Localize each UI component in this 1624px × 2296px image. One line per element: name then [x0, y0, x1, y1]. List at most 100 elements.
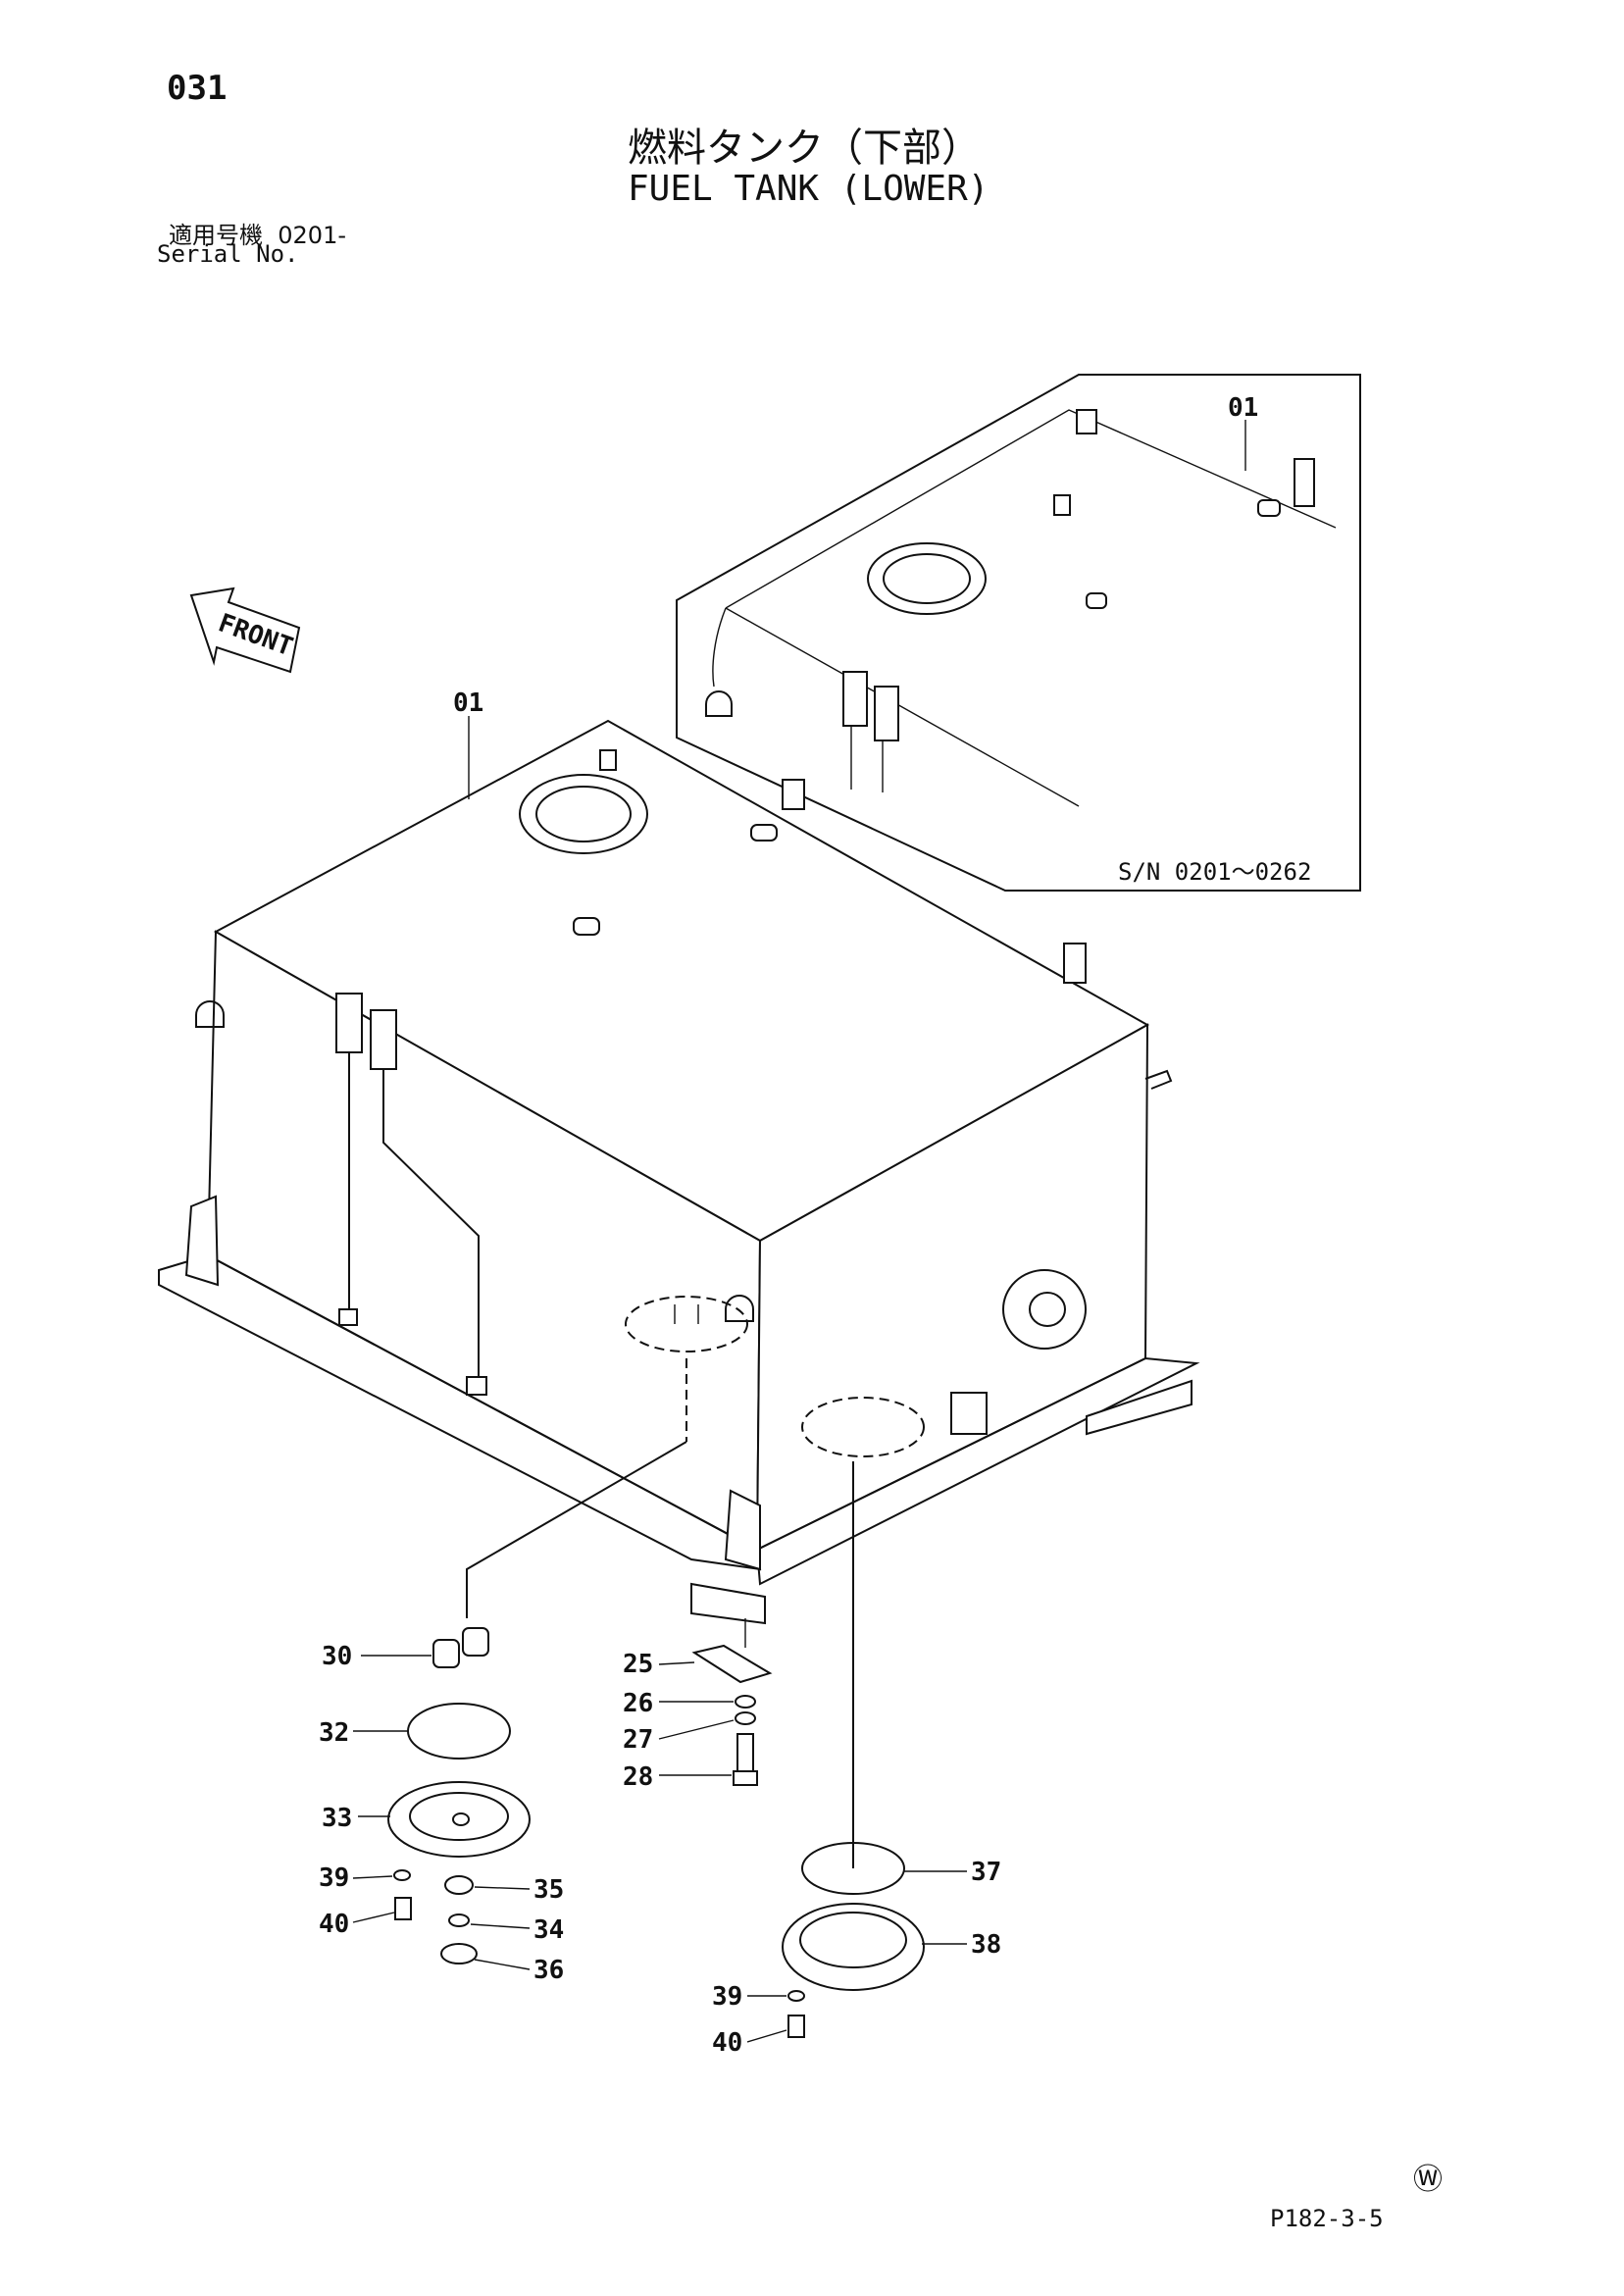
inset-sender-b	[874, 686, 899, 741]
drain-plug-36	[440, 1943, 478, 1964]
inset-filler-flange	[867, 542, 987, 615]
main-fuel-tank: 01	[158, 689, 1200, 1625]
side-top-bracket	[1063, 943, 1087, 984]
part-label-40a: 40	[319, 1910, 349, 1939]
inset-lifting-eye	[705, 690, 733, 717]
part-group-drain: 30 32 33 39 40 35 34 36	[319, 1627, 564, 1985]
inset-tank-top-edge	[725, 409, 1337, 609]
o-ring-34	[448, 1913, 470, 1927]
level-sender-a	[335, 993, 363, 1053]
part-label-27: 27	[623, 1725, 653, 1755]
serial-row-japanese: 適用号機 0201-	[169, 216, 346, 250]
hidden-port-drain	[625, 1296, 748, 1352]
side-plate	[950, 1392, 988, 1435]
inset-sender-a	[842, 671, 868, 727]
washer-39a	[393, 1869, 411, 1881]
part-label-01: 01	[453, 689, 483, 718]
part-label-32: 32	[319, 1718, 349, 1748]
title-english: FUEL TANK (LOWER)	[628, 169, 990, 209]
part-label-34: 34	[533, 1915, 564, 1945]
inset-top-bracket	[1076, 409, 1097, 434]
part-label-28: 28	[623, 1762, 653, 1792]
filler-opening	[535, 786, 632, 842]
bolt-28-shank	[736, 1733, 754, 1774]
leader-27	[658, 1719, 735, 1740]
inset-clamp-b	[1257, 499, 1281, 517]
inset-tank-view: 01 S/N 0201～0262	[676, 374, 1361, 892]
part-label-36: 36	[533, 1956, 564, 1985]
leader-36	[474, 1959, 531, 1970]
part-group-mount-bolt: 25 26 27 28	[623, 1644, 773, 1792]
part-label-39a: 39	[319, 1863, 349, 1893]
leader-35	[474, 1886, 531, 1890]
washer-27	[735, 1711, 756, 1725]
part-label-25: 25	[623, 1650, 653, 1679]
page-number: 031	[167, 69, 228, 108]
plate-25	[691, 1644, 773, 1684]
o-ring-32	[407, 1703, 511, 1760]
inset-tank-corner	[712, 607, 727, 688]
bolt-40a	[394, 1897, 412, 1920]
leader-34	[470, 1923, 531, 1929]
leader-40b	[746, 2029, 787, 2043]
inset-serial-range: S/N 0201～0262	[1118, 858, 1311, 886]
side-hook	[1144, 1069, 1173, 1090]
o-ring-37	[801, 1842, 905, 1895]
washer-26	[735, 1695, 756, 1709]
drain-cover-center	[452, 1812, 470, 1826]
leader-40a	[352, 1912, 395, 1923]
mount-pad-front	[690, 1582, 766, 1625]
corner-gusset-left	[184, 1195, 220, 1287]
front-arrow-shape	[189, 587, 301, 674]
top-bracket	[782, 779, 805, 810]
tank-base-flange-side	[755, 1356, 1200, 1586]
bushing-a	[432, 1639, 460, 1668]
level-sender-b	[370, 1009, 397, 1070]
part-label-38: 38	[971, 1930, 1001, 1960]
front-arrow: FRONT	[189, 587, 301, 674]
serial-label-english: Serial No.	[157, 240, 299, 268]
part-label-26: 26	[623, 1689, 653, 1718]
inset-vent-cap	[1053, 494, 1071, 516]
corner-gusset-front	[724, 1489, 761, 1571]
part-label-37: 37	[971, 1858, 1001, 1887]
bolt-40b	[787, 2015, 805, 2038]
plug-35	[444, 1875, 474, 1895]
washer-39b	[787, 1990, 805, 2002]
part-label-33: 33	[322, 1804, 352, 1833]
serial-value: 0201-	[278, 222, 347, 249]
bushing-b	[462, 1627, 489, 1657]
side-port-opening	[1029, 1292, 1066, 1327]
top-clamp-a	[573, 917, 600, 936]
leader-25	[658, 1661, 695, 1665]
inset-side-bracket	[1294, 458, 1315, 507]
top-clamp-b	[750, 824, 778, 842]
part-label-40b: 40	[712, 2028, 742, 2058]
part-group-cleanout: 37 38 39 40	[712, 1842, 1001, 2058]
maker-mark-icon: Ⓦ	[1413, 2163, 1443, 2197]
drain-cover-inner	[409, 1792, 509, 1841]
bolt-28-head	[733, 1770, 758, 1786]
inset-part-label-01: 01	[1228, 393, 1258, 423]
title-japanese: 燃料タンク（下部）	[628, 126, 981, 171]
sender-bracket-a	[338, 1308, 358, 1326]
part-label-30: 30	[322, 1642, 352, 1671]
inset-filler-opening	[883, 553, 971, 604]
sender-tube-b	[382, 1069, 480, 1381]
cleanout-cover-inner	[799, 1912, 907, 1968]
serial-label-japanese: 適用号機	[169, 222, 263, 249]
drawing-reference: P182-3-5	[1270, 2205, 1384, 2232]
inset-frame	[676, 374, 1361, 892]
mount-pad-side	[1086, 1379, 1193, 1436]
leader-39a	[352, 1875, 393, 1879]
part-label-39b: 39	[712, 1982, 742, 2012]
sender-bracket-b	[466, 1376, 487, 1396]
inset-tank-front-edge	[725, 607, 1080, 807]
side-port-flange	[1002, 1269, 1087, 1350]
drain-group-leader	[466, 1441, 687, 1618]
part-label-35: 35	[533, 1875, 564, 1905]
lifting-eye-left	[195, 1000, 225, 1028]
cleanout-cover-38	[782, 1903, 925, 1991]
